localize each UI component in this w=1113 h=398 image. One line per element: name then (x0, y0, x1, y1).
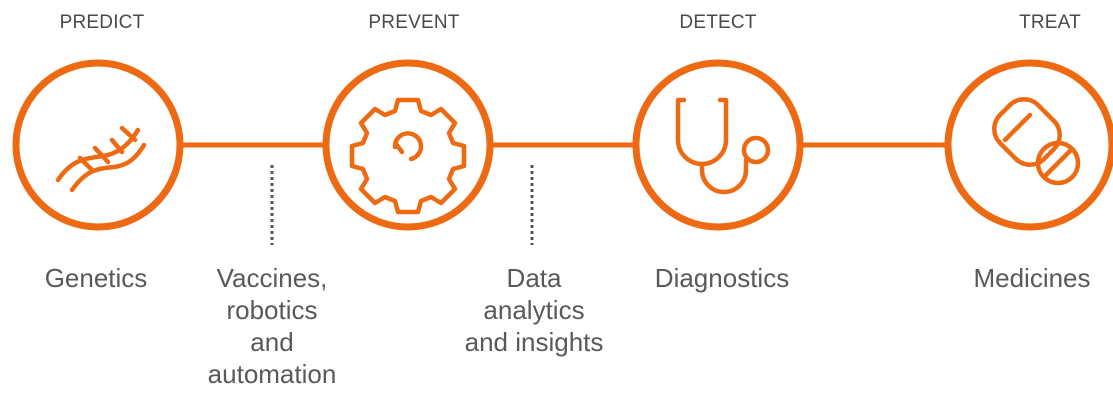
category-data-line-1: Data (506, 263, 562, 293)
phase-label-treat: TREAT (1019, 12, 1081, 33)
category-data-line-2: analytics (483, 295, 585, 325)
category-vaccines: Vaccines, robotics and automation (208, 262, 337, 390)
category-genetics: Genetics (44, 263, 148, 293)
category-data-line-3: and insights (464, 327, 604, 357)
node-detect (632, 59, 804, 231)
gear-icon (349, 97, 467, 215)
node-ring-predict (12, 59, 184, 231)
node-treat (944, 59, 1113, 231)
category-vaccines-line-4: automation (207, 359, 337, 389)
node-prevent (322, 59, 494, 231)
category-vaccines-line-2: robotics (226, 295, 318, 325)
category-vaccines-line-1: Vaccines, (216, 263, 328, 293)
node-predict (12, 59, 184, 231)
category-diagnostics: Diagnostics (654, 263, 790, 293)
dna-icon (55, 125, 147, 193)
phase-label-prevent: PREVENT (368, 12, 460, 33)
node-ring-prevent (322, 59, 494, 231)
node-ring-treat (944, 59, 1113, 231)
pill-icon (992, 97, 1081, 186)
category-data: Data analytics and insights (465, 262, 604, 358)
phase-label-detect: DETECT (679, 12, 757, 33)
stethoscope-icon (675, 97, 771, 195)
category-medicines: Medicines (973, 263, 1091, 293)
node-ring-detect (632, 59, 804, 231)
phase-label-predict: PREDICT (59, 12, 145, 33)
category-vaccines-line-3: and (250, 327, 294, 357)
